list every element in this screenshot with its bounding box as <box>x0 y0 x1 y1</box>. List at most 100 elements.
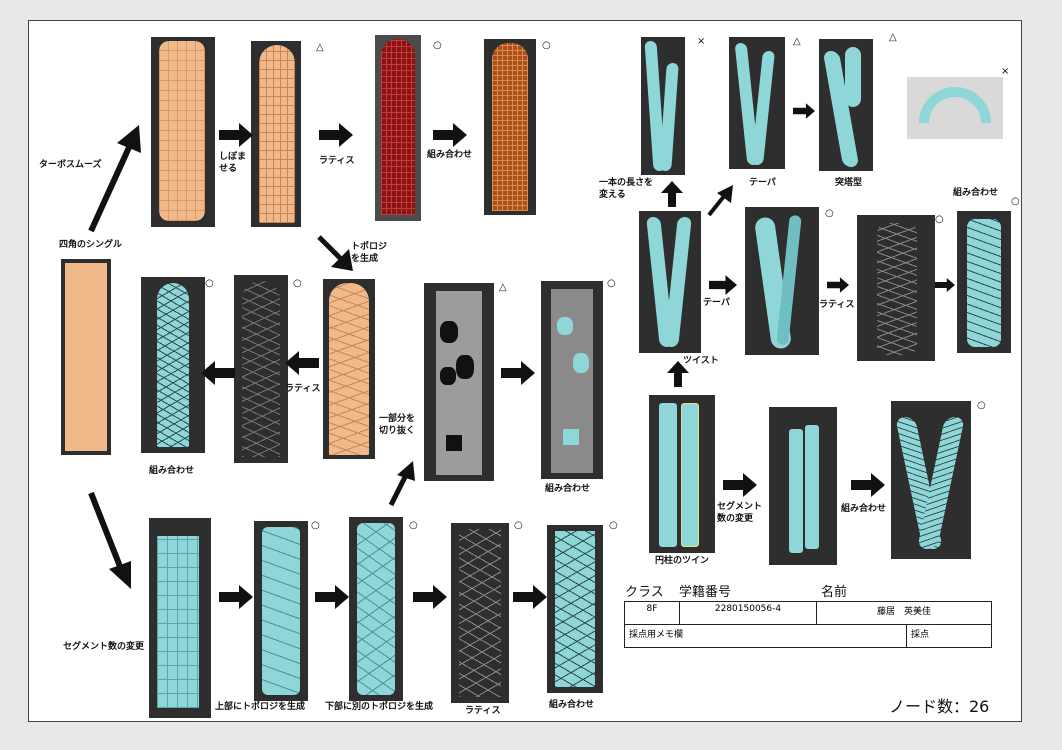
arrow-up-right-icon <box>388 461 415 507</box>
arrow-right-icon <box>723 473 757 497</box>
combine-label: 組み合わせ <box>549 700 595 710</box>
arrow-left-icon <box>285 351 319 375</box>
lattice-bottom-render <box>451 523 509 703</box>
bottom-topology-render <box>349 517 403 701</box>
rating-mark: △ <box>316 42 324 53</box>
cutout-label: 一部分を 切り抜く <box>379 414 416 436</box>
lattice-label: ラティス <box>285 384 321 394</box>
combine-twist-render <box>957 211 1011 353</box>
rating-mark: △ <box>793 36 801 47</box>
student-id-value: 2280150056-4 <box>679 601 817 625</box>
protrusion-label: 突塔型 <box>835 178 863 188</box>
twin-cylinder-render <box>649 395 715 553</box>
rating-mark: × <box>697 36 706 47</box>
one-length-label: 一本の長さを 変える <box>599 178 654 200</box>
lattice-gray-render <box>234 275 288 463</box>
rating-mark: ○ <box>977 400 986 411</box>
cutout-render <box>424 283 494 481</box>
arrow-right-icon <box>219 123 253 147</box>
combine-cutout-render <box>541 281 603 479</box>
memo-field[interactable]: 採点用メモ欄 <box>624 624 907 648</box>
combine-label: 組み合わせ <box>953 188 999 198</box>
rating-mark: ○ <box>1011 196 1020 207</box>
arrow-right-icon <box>501 361 535 385</box>
score-field[interactable]: 採点 <box>906 624 992 648</box>
rating-mark: △ <box>499 282 507 293</box>
rating-mark: △ <box>889 32 897 43</box>
combine-orange-render <box>484 39 536 215</box>
combine-bottom-render <box>547 525 603 693</box>
topology-render <box>323 279 375 459</box>
rating-mark: ○ <box>609 520 618 531</box>
twin-cylinder-label: 円柱のツイン <box>655 556 710 566</box>
combine-label: 組み合わせ <box>545 484 591 494</box>
lattice-label: ラティス <box>319 156 355 166</box>
rating-mark: ○ <box>311 520 320 531</box>
rating-mark: ○ <box>293 278 302 289</box>
combine-label: 組み合わせ <box>427 150 473 160</box>
arrow-right-icon <box>413 585 447 609</box>
segment-render <box>149 518 211 718</box>
student-name-value: 藤居 英美佳 <box>816 601 992 625</box>
shrink-render <box>251 41 301 227</box>
twist-render <box>639 211 701 353</box>
square-single-label: 四角のシングル <box>59 240 123 250</box>
lattice-twist-render <box>857 215 935 361</box>
combine-label: 組み合わせ <box>149 466 195 476</box>
name-header: 名前 <box>821 585 848 600</box>
taper-bend-render <box>745 207 819 355</box>
rating-mark: ○ <box>542 40 551 51</box>
protrusion-render <box>819 39 873 171</box>
segment-change-label: セグメント数の変更 <box>63 642 145 652</box>
node-count: ノード数：26 <box>889 697 990 716</box>
bottom-topology-label: 下部に別のトポロジを生成 <box>325 702 434 712</box>
turbo-smooth-render <box>151 37 215 227</box>
arrow-right-icon <box>433 123 467 147</box>
arrow-diagonal-down-icon <box>88 491 131 589</box>
arrow-right-icon <box>935 277 955 293</box>
combine-label: 組み合わせ <box>841 504 887 514</box>
turbo-smooth-label: ターボスムーズ <box>39 160 102 170</box>
rating-mark: ○ <box>825 208 834 219</box>
rating-mark: ○ <box>409 520 418 531</box>
arrow-right-icon <box>315 585 349 609</box>
taper-render <box>729 37 785 169</box>
top-topology-render <box>254 521 308 701</box>
one-length-render <box>641 37 685 175</box>
arrow-right-icon <box>513 585 547 609</box>
arrow-right-icon <box>219 585 253 609</box>
arrow-up-icon <box>667 361 689 387</box>
top-topology-label: 上部にトポロジを生成 <box>215 702 306 712</box>
rating-mark: × <box>1001 66 1010 77</box>
topology-label: トポロジ を生成 <box>351 242 388 264</box>
arrow-right-icon <box>793 103 815 119</box>
segment-twin-render <box>769 407 837 565</box>
arch-render <box>907 77 1003 139</box>
arrow-down-right-icon <box>317 235 353 271</box>
class-value: 8F <box>624 601 680 625</box>
combine-lattice-render <box>141 277 205 453</box>
rating-mark: ○ <box>607 278 616 289</box>
shrink-label: しぼま せる <box>219 152 247 174</box>
arrow-right-icon <box>709 275 737 295</box>
rating-mark: ○ <box>514 520 523 531</box>
twist-label: ツイスト <box>683 356 719 366</box>
lattice-label: ラティス <box>465 706 501 716</box>
rating-mark: ○ <box>433 40 442 51</box>
rating-mark: ○ <box>935 214 944 225</box>
arrow-up-right-icon <box>707 185 733 217</box>
segment-change-label: セグメント 数の変更 <box>717 502 763 524</box>
lattice-label: ラティス <box>819 300 855 310</box>
student-info-table: 8F 2280150056-4 藤居 英美佳 採点用メモ欄 採点 <box>624 601 992 648</box>
combine-twin-render <box>891 401 971 559</box>
class-header: クラス <box>625 585 664 600</box>
arrow-left-icon <box>201 361 235 385</box>
taper-label: テーパ <box>703 298 730 308</box>
arrow-up-icon <box>661 181 683 207</box>
rating-mark: ○ <box>205 278 214 289</box>
student-id-header: 学籍番号 <box>679 585 732 600</box>
square-single-render <box>61 259 111 455</box>
arrow-right-icon <box>319 123 353 147</box>
arrow-right-icon <box>827 277 849 293</box>
arrow-right-icon <box>851 473 885 497</box>
